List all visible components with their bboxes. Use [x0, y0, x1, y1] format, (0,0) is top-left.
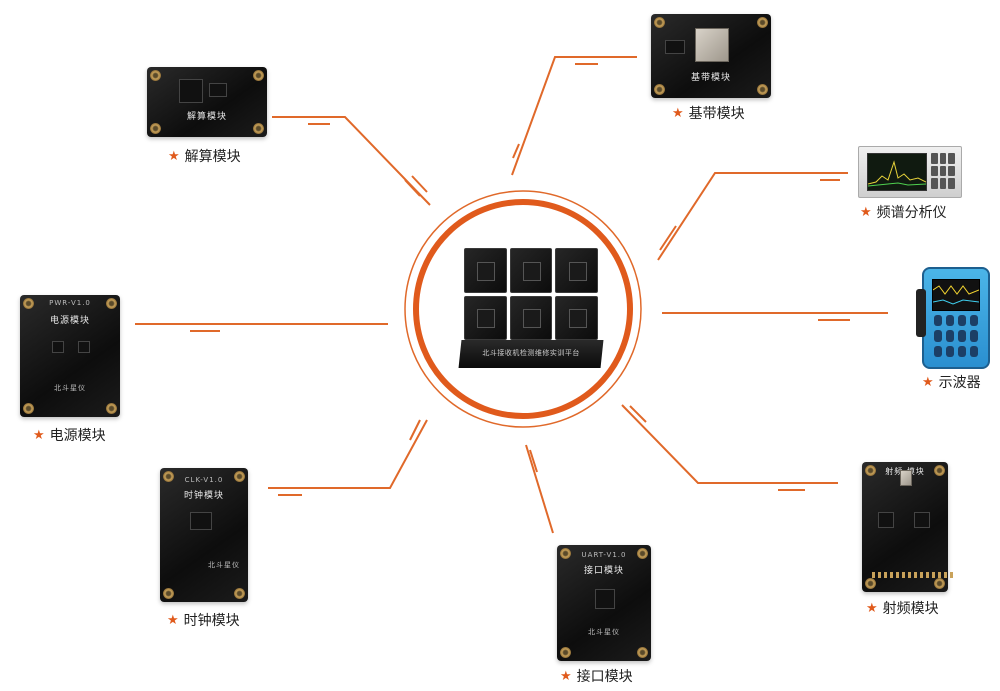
board-jiesuan-silk: 解算模块 [186, 112, 227, 122]
platform-board [555, 295, 598, 340]
line-shepin [621, 404, 838, 484]
line-pinpu [657, 172, 848, 261]
star-icon: ★ [672, 105, 684, 121]
star-icon: ★ [167, 612, 179, 628]
tick-pinpu-2 [659, 225, 677, 251]
platform-base-text: 北斗接收机检测维修实训平台 [482, 349, 580, 357]
spectrum-analyzer [858, 146, 962, 198]
star-icon: ★ [860, 204, 872, 220]
tick-jiesuan-2 [404, 179, 421, 197]
board-dianyuan-silk: 电源模块 [49, 316, 90, 326]
board-jiekou-silk-top: UART-V1.0 [581, 551, 627, 559]
label-shizhong-text: 时钟模块 [183, 613, 240, 629]
star-icon: ★ [922, 374, 934, 390]
platform-board [509, 295, 553, 340]
label-dianyuan: ★ 电源模块 [33, 425, 106, 445]
platform-board [555, 248, 598, 293]
platform-board [464, 248, 507, 293]
label-shibo: ★ 示波器 [922, 372, 981, 392]
board-shizhong-brand: 北斗星仪 [208, 561, 240, 569]
label-shepin-text: 射频模块 [882, 601, 939, 617]
label-shepin: ★ 射频模块 [866, 598, 939, 618]
platform-board [509, 248, 553, 293]
label-jiesuan: ★ 解算模块 [168, 146, 241, 166]
inner-ring [413, 199, 633, 419]
tick-jidai-2 [512, 143, 520, 159]
training-platform: 北斗接收机检测维修实训平台 [458, 248, 604, 368]
platform-board-stack [464, 248, 598, 340]
tick-shizhong-2 [409, 419, 421, 441]
label-jidai-text: 基带模块 [688, 106, 745, 122]
tick-jiesuan-3 [411, 175, 428, 193]
board-jiekou-silk: 接口模块 [583, 566, 624, 576]
label-jidai: ★ 基带模块 [672, 103, 745, 123]
oscilloscope [916, 267, 990, 369]
tick-jiekou-1 [529, 449, 538, 473]
line-jidai [511, 56, 637, 176]
board-dianyuan: PWR-V1.0 电源模块 北斗星仪 [20, 295, 120, 417]
board-jidai-silk: 基带模块 [690, 73, 731, 83]
board-jiekou-brand: 北斗星仪 [588, 628, 620, 636]
board-shepin: 射频 模块 [862, 462, 953, 592]
star-icon: ★ [33, 427, 45, 443]
board-shizhong-silk-top: CLK-V1.0 [184, 476, 224, 484]
oscilloscope-screen [932, 279, 980, 311]
spectrum-analyzer-keys [931, 153, 955, 189]
label-jiekou: ★ 接口模块 [560, 666, 633, 686]
oscilloscope-keys [934, 315, 978, 357]
spectrum-analyzer-screen [867, 153, 927, 191]
star-icon: ★ [168, 148, 180, 164]
outer-ring [404, 190, 642, 428]
platform-board [464, 295, 507, 340]
label-shizhong: ★ 时钟模块 [167, 610, 240, 630]
line-jiesuan [272, 116, 431, 206]
board-dianyuan-silk-top: PWR-V1.0 [49, 299, 91, 307]
label-dianyuan-text: 电源模块 [49, 428, 106, 444]
line-shizhong [268, 419, 428, 489]
star-icon: ★ [560, 668, 572, 684]
tick-shepin-2 [629, 405, 647, 423]
label-jiekou-text: 接口模块 [576, 669, 633, 685]
label-pinpu: ★ 频谱分析仪 [860, 202, 947, 222]
board-jidai: 基带模块 [651, 14, 771, 98]
board-shizhong: CLK-V1.0 时钟模块 北斗星仪 [160, 468, 248, 602]
star-icon: ★ [866, 600, 878, 616]
board-jiekou: UART-V1.0 接口模块 北斗星仪 [557, 545, 651, 661]
label-jiesuan-text: 解算模块 [184, 149, 241, 165]
label-shibo-text: 示波器 [938, 375, 981, 391]
board-dianyuan-brand: 北斗星仪 [54, 384, 86, 392]
line-jiekou [525, 444, 554, 534]
board-jiesuan: 解算模块 [147, 67, 267, 137]
label-pinpu-text: 频谱分析仪 [876, 205, 947, 221]
board-shizhong-silk: 时钟模块 [183, 491, 224, 501]
platform-base: 北斗接收机检测维修实训平台 [458, 340, 604, 368]
